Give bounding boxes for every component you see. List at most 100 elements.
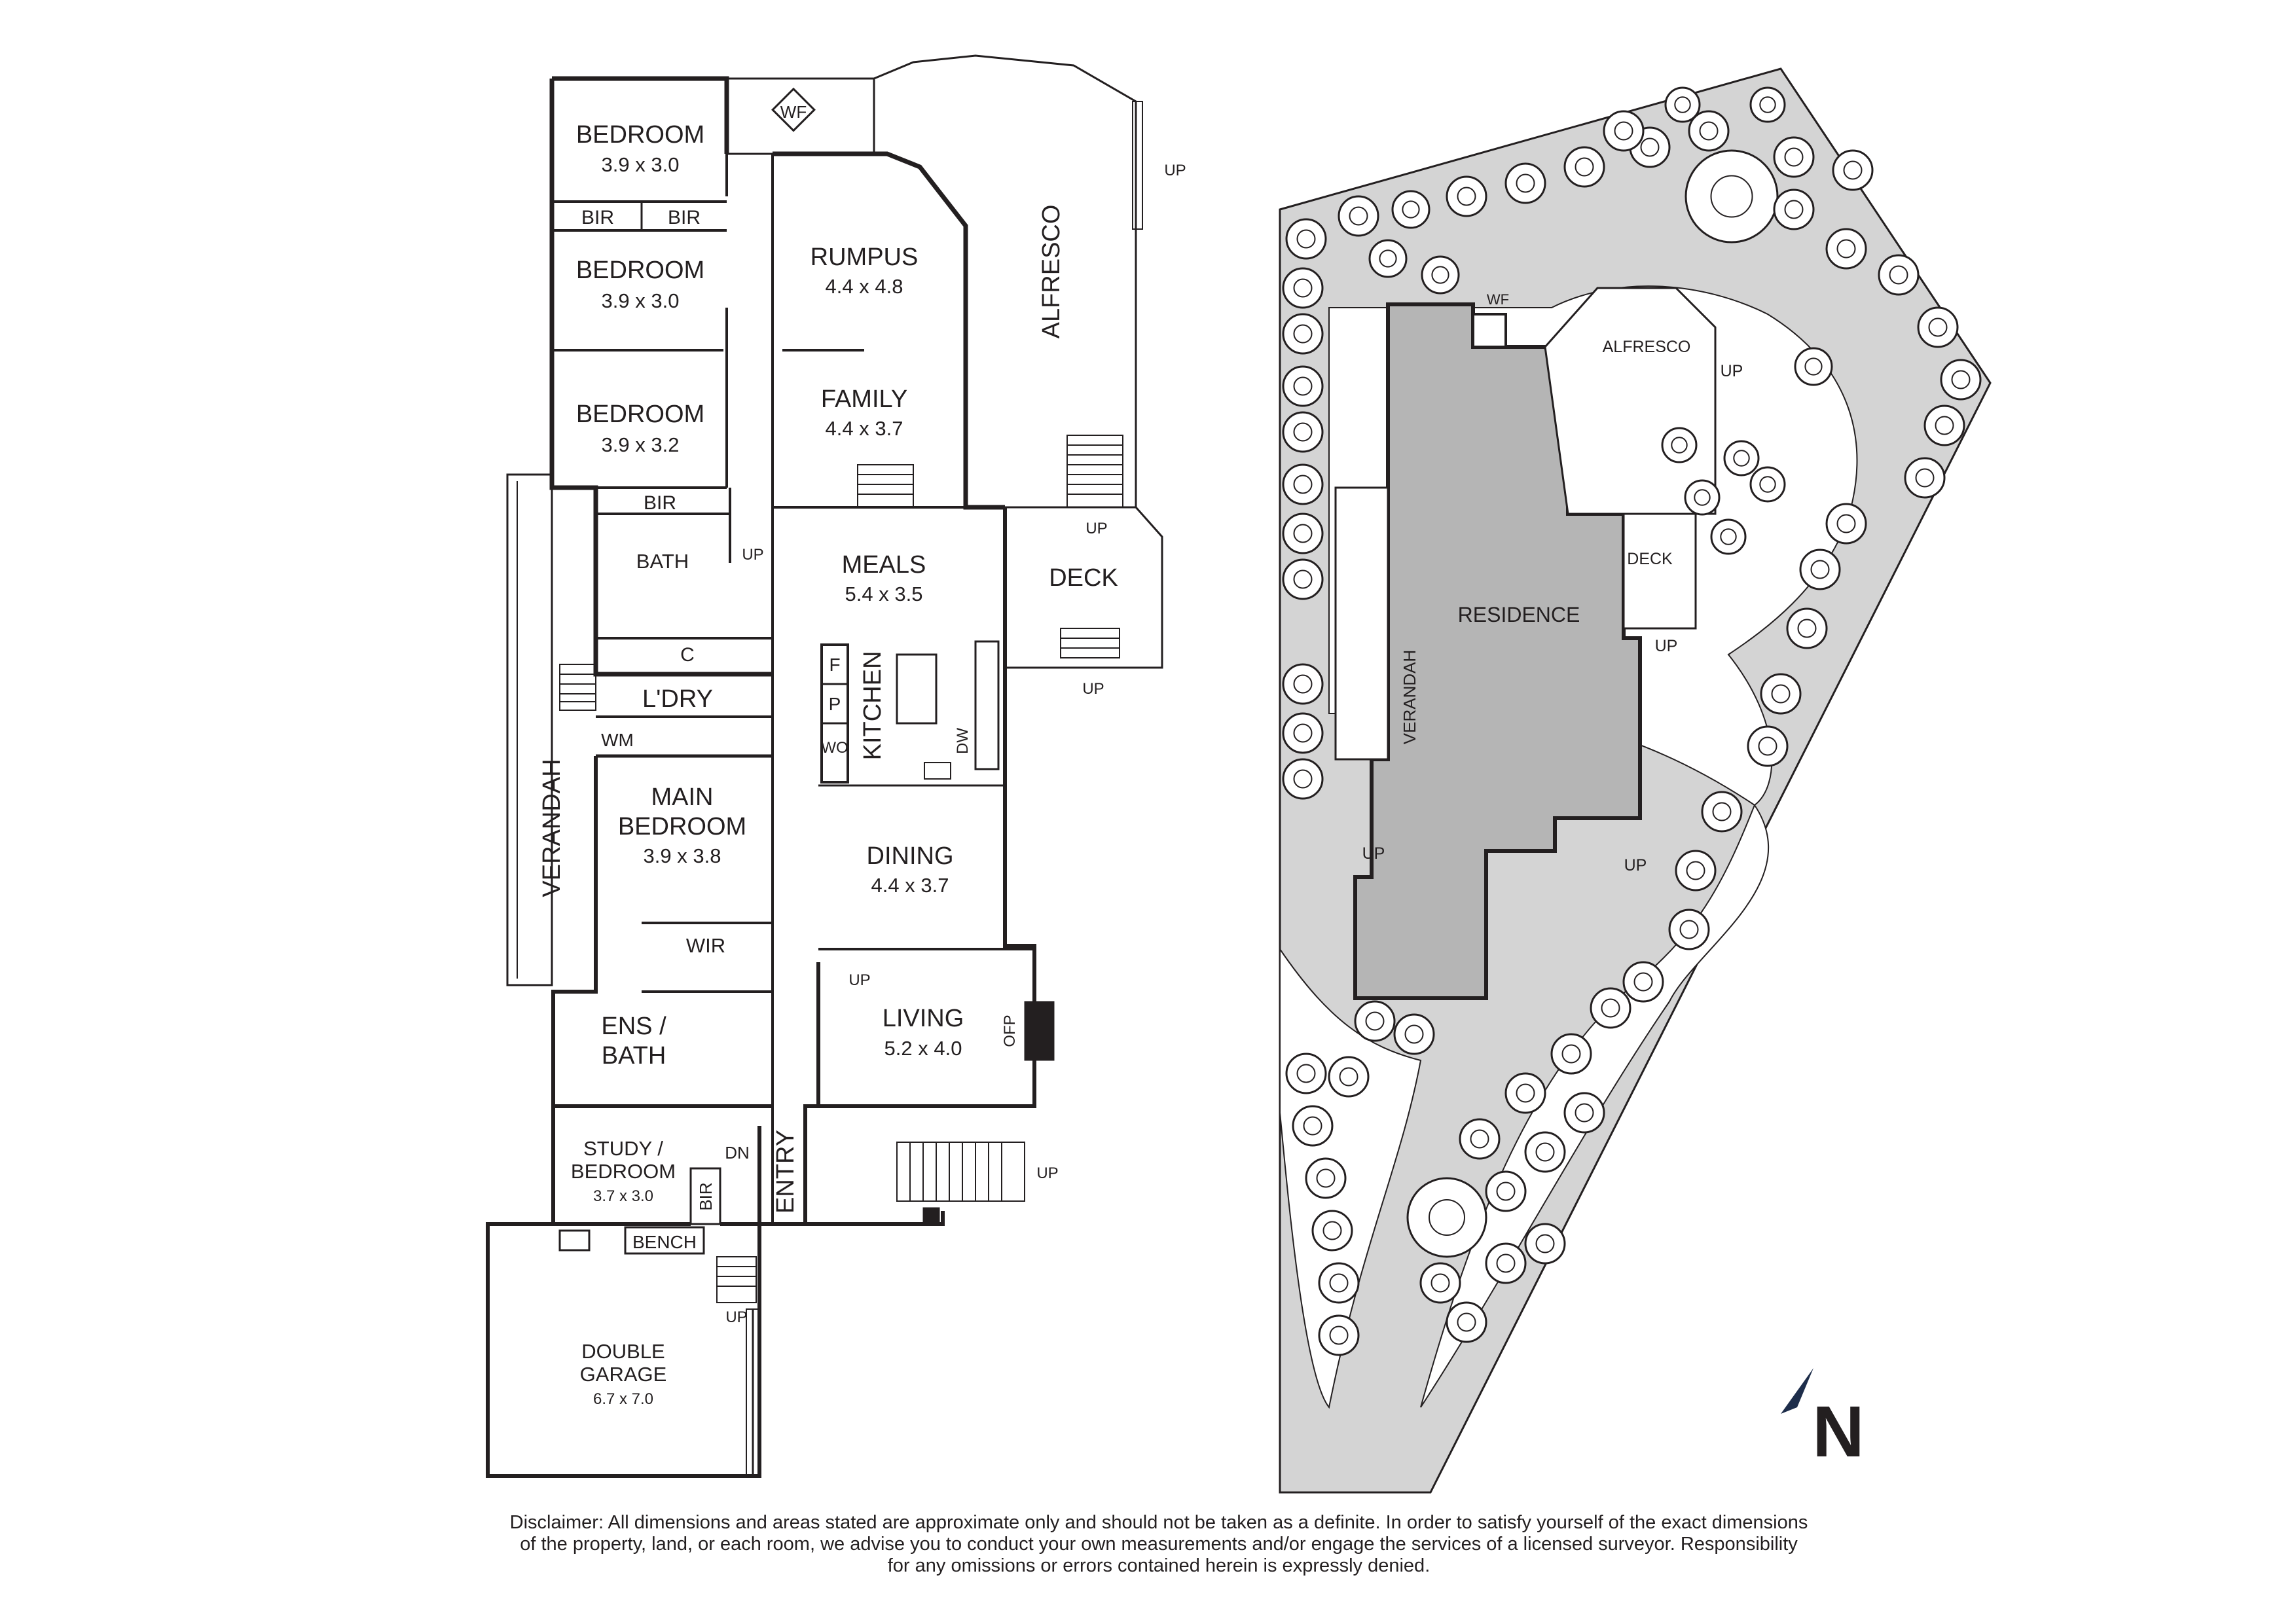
site-up-label-3: UP: [1362, 844, 1385, 863]
tree-canopy-icon: [1720, 528, 1737, 545]
p-label: P: [829, 694, 841, 714]
tree-icon: [1524, 1223, 1566, 1265]
site-verandah[interactable]: [1334, 486, 1389, 761]
tree-icon: [1282, 558, 1324, 600]
tree-icon: [1292, 1105, 1334, 1147]
deck-outline: [1005, 506, 1163, 669]
tree-icon: [1749, 466, 1786, 503]
tree-canopy-icon: [1784, 147, 1804, 167]
family-steps: [857, 464, 914, 508]
tree-canopy-icon: [1915, 468, 1935, 488]
ensuite-label-1: ENS /: [601, 1013, 666, 1040]
verandah-steps: [559, 664, 596, 711]
tree-icon: [1282, 313, 1324, 355]
tree-icon: [1485, 1170, 1527, 1212]
bench-label: BENCH: [632, 1232, 697, 1252]
tree-icon: [1563, 146, 1605, 188]
tree-icon: [1421, 255, 1460, 295]
alfresco-outline: [873, 54, 1137, 509]
tree-icon: [1799, 549, 1841, 590]
bir-label-1: BIR: [581, 207, 614, 228]
tree-canopy-icon: [1575, 1103, 1594, 1123]
tree-canopy-icon: [1759, 476, 1776, 493]
tree-canopy-icon: [1303, 1116, 1322, 1136]
rumpus-size: 4.4 x 4.8: [826, 275, 903, 298]
floor-plan-labels: BEDROOM 3.9 x 3.0 BIR BIR BEDROOM 3.9 x …: [538, 102, 1186, 1408]
tree-canopy-icon: [1804, 357, 1823, 376]
tree-canopy-icon: [1771, 684, 1791, 704]
bench: [624, 1226, 705, 1255]
site-alfresco[interactable]: [1544, 287, 1717, 515]
wf-box: [725, 77, 875, 155]
garage-size: 6.7 x 7.0: [593, 1390, 653, 1408]
tree-canopy-icon: [1928, 317, 1948, 337]
tree-icon: [1285, 218, 1327, 260]
tree-icon: [1794, 347, 1833, 386]
tree-icon: [1917, 306, 1959, 348]
ensuite-label-2: BATH: [602, 1042, 666, 1070]
tree-canopy-icon: [1686, 861, 1705, 880]
tree-canopy-icon: [1457, 1312, 1476, 1332]
tree-canopy-icon: [1430, 1273, 1450, 1293]
tree-canopy-icon: [1935, 416, 1954, 435]
tree-icon: [1747, 725, 1789, 767]
tree-canopy-icon: [1710, 175, 1753, 218]
family-size: 4.4 x 3.7: [826, 417, 903, 440]
tree-canopy-icon: [1293, 524, 1313, 543]
tree-canopy-icon: [1293, 324, 1313, 344]
study-size: 3.7 x 3.0: [593, 1187, 653, 1205]
tree-canopy-icon: [1293, 475, 1313, 494]
tree-icon: [1282, 758, 1324, 800]
tree-canopy-icon: [1784, 200, 1804, 219]
tree-canopy-icon: [1339, 1067, 1358, 1087]
tree-canopy-icon: [1404, 1024, 1424, 1044]
tree-icon: [1668, 909, 1710, 950]
living-size: 5.2 x 4.0: [884, 1037, 962, 1060]
kitchen-bench: [820, 643, 849, 784]
tree-canopy-icon: [1535, 1234, 1555, 1253]
verandah-outline: [506, 473, 553, 986]
disclaimer-line-3: for any omissions or errors contained he…: [887, 1555, 1430, 1576]
tree-canopy-icon: [1694, 489, 1711, 506]
tree-canopy-icon: [1296, 1064, 1316, 1083]
tree-canopy-icon: [1329, 1273, 1349, 1293]
family-name: FAMILY: [821, 386, 907, 413]
tree-canopy-icon: [1293, 769, 1313, 789]
tree-icon: [1446, 1301, 1487, 1343]
tree-icon: [1749, 86, 1786, 123]
up-label-7: UP: [725, 1308, 747, 1326]
site-verandah-label: VERANDAH: [1400, 650, 1419, 744]
tree-icon: [1504, 162, 1546, 204]
garage-name-2: GARAGE: [580, 1363, 667, 1386]
tree-canopy-icon: [1951, 370, 1971, 389]
up-label-2: UP: [742, 546, 763, 564]
site-up-label-4: UP: [1624, 856, 1647, 874]
study-bir: [689, 1167, 721, 1225]
tree-icon: [1685, 149, 1779, 243]
garage-sink: [558, 1229, 591, 1252]
tree-icon: [1406, 1177, 1487, 1258]
tree-icon: [1773, 136, 1815, 178]
tree-icon: [1305, 1157, 1347, 1199]
tree-canopy-icon: [1496, 1253, 1516, 1273]
tree-icon: [1328, 1056, 1370, 1098]
tree-icon: [1661, 427, 1698, 463]
tree-icon: [1710, 518, 1747, 555]
site-deck-label: DECK: [1627, 550, 1673, 568]
fireplace[interactable]: [1024, 1001, 1055, 1061]
bir-label-3: BIR: [644, 492, 676, 514]
tree-canopy-icon: [1379, 249, 1397, 268]
site-deck[interactable]: [1568, 513, 1697, 630]
tree-canopy-icon: [1293, 723, 1313, 743]
bedroom-1-name: BEDROOM: [576, 121, 704, 149]
tree-icon: [1940, 359, 1982, 401]
tree-canopy-icon: [1293, 674, 1313, 694]
tree-icon: [1446, 175, 1487, 217]
tree-canopy-icon: [1797, 619, 1817, 638]
tree-canopy-icon: [1316, 1168, 1336, 1188]
tree-icon: [1368, 239, 1408, 278]
north-arrow-letter: N: [1812, 1392, 1864, 1472]
tree-canopy-icon: [1365, 1011, 1385, 1031]
tree-icon: [1760, 673, 1802, 715]
